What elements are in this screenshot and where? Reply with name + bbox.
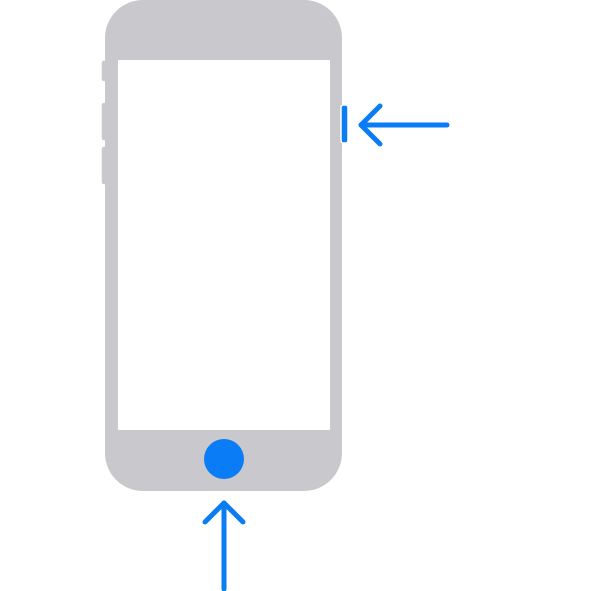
- side-button-arrow-icon: [358, 103, 450, 147]
- home-button: [204, 439, 244, 479]
- side-button: [340, 104, 349, 144]
- home-button-arrow-icon: [202, 500, 246, 591]
- phone-screen: [118, 60, 330, 430]
